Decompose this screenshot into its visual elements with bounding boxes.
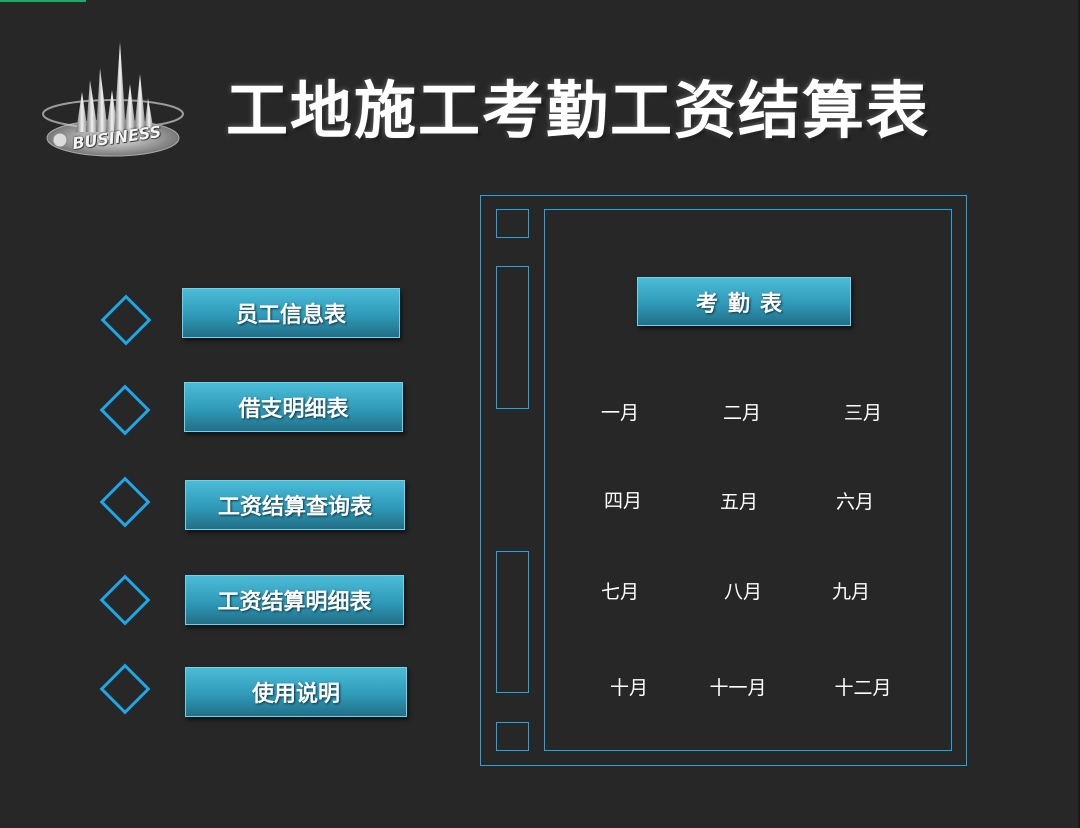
- month-dec[interactable]: 十二月: [834, 677, 892, 699]
- window-edge: [1078, 0, 1080, 828]
- month-nov[interactable]: 十一月: [709, 677, 767, 699]
- month-feb[interactable]: 二月: [722, 402, 762, 424]
- attendance-panel-outer-frame: [480, 195, 967, 766]
- frame-decor-top: [496, 209, 529, 238]
- page-title: 工地施工考勤工资结算表: [226, 74, 931, 147]
- advance-detail-button[interactable]: 借支明细表: [184, 382, 403, 432]
- frame-decor-upper: [496, 266, 529, 409]
- attendance-header-button[interactable]: 考勤表: [637, 277, 851, 326]
- month-aug[interactable]: 八月: [723, 581, 763, 603]
- user-guide-button[interactable]: 使用说明: [185, 667, 407, 717]
- month-apr[interactable]: 四月: [603, 490, 643, 512]
- diamond-icon: [100, 294, 152, 346]
- diamond-icon: [99, 476, 151, 528]
- salary-query-button[interactable]: 工资结算查询表: [185, 480, 405, 530]
- employee-info-button[interactable]: 员工信息表: [182, 288, 400, 338]
- diamond-icon: [99, 384, 151, 436]
- month-sep[interactable]: 九月: [831, 581, 871, 603]
- business-logo: BUSINESS: [38, 40, 188, 162]
- frame-decor-bottom: [496, 722, 529, 751]
- month-mar[interactable]: 三月: [843, 402, 883, 424]
- month-jan[interactable]: 一月: [600, 402, 640, 424]
- month-oct[interactable]: 十月: [609, 677, 649, 699]
- frame-decor-lower: [496, 551, 529, 693]
- month-jun[interactable]: 六月: [835, 491, 875, 513]
- city-skyline-icon: [42, 42, 184, 157]
- month-may[interactable]: 五月: [719, 491, 759, 513]
- diamond-icon: [99, 574, 151, 626]
- attendance-panel-inner-frame: [544, 209, 952, 751]
- salary-detail-button[interactable]: 工资结算明细表: [185, 575, 404, 625]
- month-jul[interactable]: 七月: [600, 581, 640, 603]
- sheet-corner-marker: [0, 0, 86, 2]
- diamond-icon: [99, 663, 151, 715]
